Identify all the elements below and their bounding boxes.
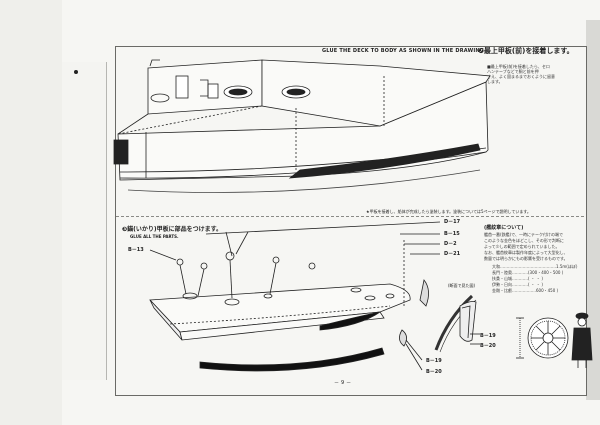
info-line: よって少しの範囲で定められていました。 [484, 244, 560, 249]
part-label-d2: D－2 [444, 241, 457, 247]
info-line: 数量では明らかにもの影響を受けるものです。 [484, 256, 568, 261]
step2-japanese-heading: ❸錨(いかり)甲板に部品をつけます。 [122, 226, 222, 233]
info-table: 大和……………………………………1.5m(ほぼ) 長門・陸奥…………(300・4… [492, 264, 584, 294]
step1-english-instruction: GLUE THE DECK TO BODY AS SHOWN IN THE DR… [322, 48, 487, 54]
info-table-row: 伊勢・日向…………( ・ ・ ) [492, 282, 543, 287]
instruction-frame [115, 46, 587, 396]
step1-footnote: ★甲板を接着し、船体が完成したら塗装します。塗装については5ページで説明していま… [366, 209, 531, 214]
part-label-b19: B－19 [426, 358, 442, 364]
binding-hole-icon [74, 70, 78, 74]
sailor-figure-icon [571, 312, 593, 368]
step1-note-line: ハンテープなどで胴と前を押 [487, 69, 539, 74]
part-label-d17: D－17 [444, 219, 461, 225]
part-label-d21: D－21 [444, 251, 461, 257]
part-label-b13: B－13 [128, 247, 144, 253]
info-title: (艦紋章について) [484, 225, 524, 231]
anchor-deck-drawing [149, 221, 441, 372]
step2-english-instruction: GLUE ALL THE PARTS. [130, 234, 179, 239]
section-divider [116, 216, 584, 217]
step1-note: ■最上甲板(前)を接着したら、セロ ハンテープなどで胴と前を押 さえ、よく固まる… [487, 64, 579, 104]
left-margin [0, 0, 62, 425]
right-page-edge [586, 20, 600, 400]
info-line: このような金色をほどこし、その形で判断に [484, 238, 564, 243]
cross-section-detail [434, 294, 480, 353]
info-line: 艦首一番(鉄艦)で、一時にテーク付けの端で [484, 232, 563, 237]
part-label-b19-detail: B－19 [480, 333, 496, 339]
chrysanthemum-crest-icon [516, 317, 569, 359]
info-table-row: 大和……………………………………1.5m(ほぼ) [492, 264, 578, 269]
info-line: なお、艦首紋章は製作年度によって大型化し、 [484, 250, 568, 255]
page-number: － 9 － [334, 380, 352, 386]
part-label-b15: B－15 [444, 231, 460, 237]
info-text: 艦首一番(鉄艦)で、一時にテーク付けの端で このような金色をほどこし、その形で判… [484, 232, 582, 262]
info-table-row: 扶桑・山城…………( ・ ・ ) [492, 276, 543, 281]
step1-note-line: します。 [487, 79, 503, 84]
detail-caption: (断面で見た図) [448, 283, 476, 288]
part-label-b20: B－20 [426, 369, 442, 375]
step1-japanese-heading: ❷最上甲板(前)を接着します。 [478, 47, 574, 55]
info-table-row: 長門・陸奥…………(300・400・500 ) [492, 270, 564, 275]
previous-page-edge [62, 62, 107, 380]
part-label-b20-detail: B－20 [480, 343, 496, 349]
step1-note-line: さえ、よく固まるまでおくように留意 [487, 74, 555, 79]
step1-note-line: ■最上甲板(前)を接着したら、セロ [487, 64, 550, 69]
hull-deck-drawing [113, 59, 491, 193]
info-table-row: 金剛・比叡………………600・450 ) [492, 288, 559, 293]
